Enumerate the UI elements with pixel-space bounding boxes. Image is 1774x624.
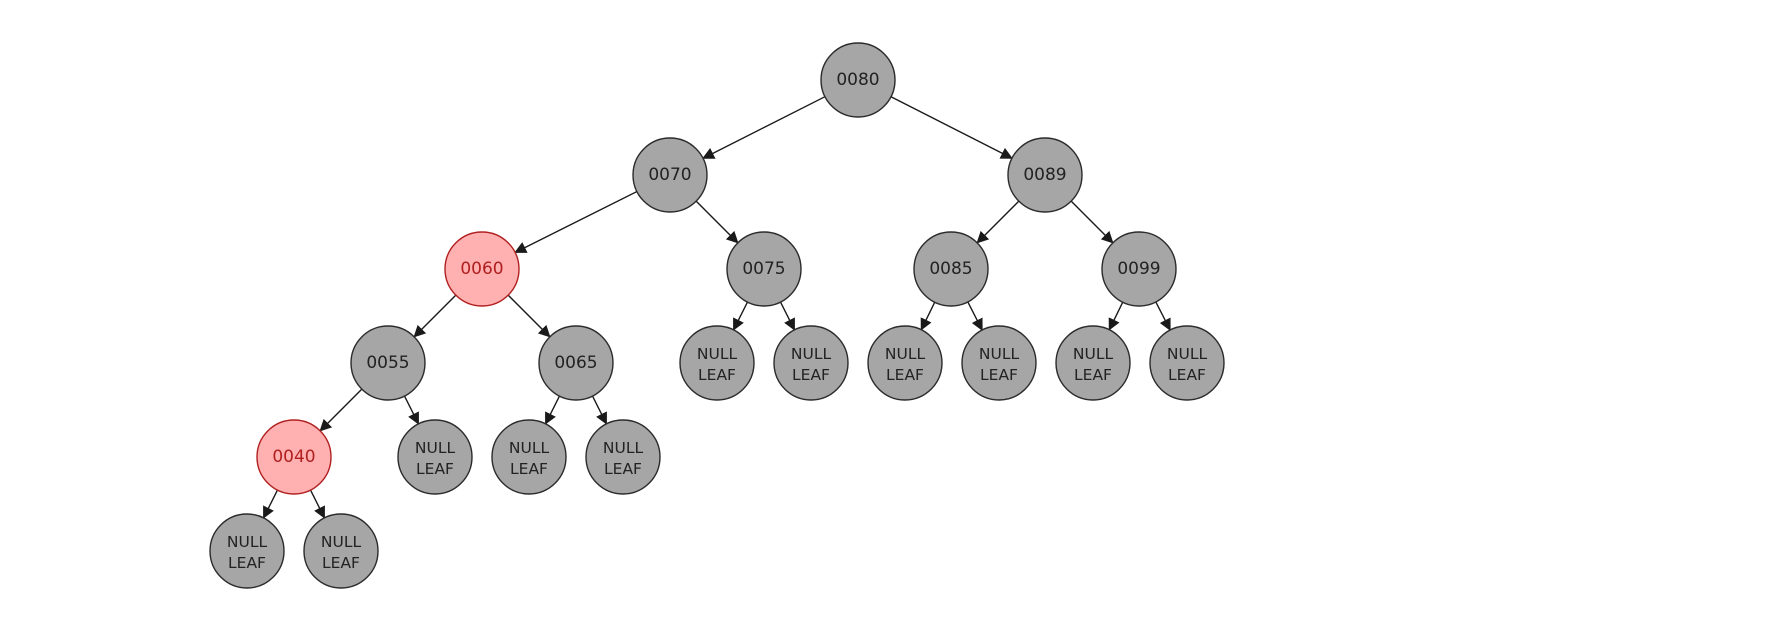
null-leaf-node: NULL LEAF — [397, 419, 473, 495]
leaf-label-line: NULL — [885, 345, 926, 363]
black-node-circle — [350, 325, 426, 401]
black-node-circle — [585, 419, 661, 495]
leaf-label-line: LEAF — [604, 460, 642, 478]
leaf-label-line: LEAF — [322, 554, 360, 572]
node-label: 0085 — [929, 259, 972, 279]
black-node-circle — [538, 325, 614, 401]
leaf-label-line: LEAF — [886, 366, 924, 384]
edge-n89-to-n85 — [976, 200, 1020, 244]
red-node-circle — [256, 419, 332, 495]
edge-n40-to-l40a — [262, 489, 279, 519]
black-node-circle — [491, 419, 567, 495]
black-node-circle — [1101, 231, 1177, 307]
edge-n65-to-l65a — [544, 395, 561, 425]
edge-n99-to-l99b — [1155, 301, 1171, 331]
edge-n85-to-l85b — [967, 301, 983, 331]
leaf-label-line: NULL — [1073, 345, 1114, 363]
edge-n40-to-l40b — [309, 489, 326, 519]
black-node-circle — [1055, 325, 1131, 401]
leaf-label-line: NULL — [603, 439, 644, 457]
tree-node-0060: 0060 — [444, 231, 520, 307]
edge-n75-to-l75b — [779, 301, 796, 331]
black-node-circle — [303, 513, 379, 589]
tree-node-0070: 0070 — [632, 137, 708, 213]
black-node-circle — [632, 137, 708, 213]
leaf-label-line: NULL — [321, 533, 362, 551]
leaf-label-line: NULL — [697, 345, 738, 363]
leaf-label-line: LEAF — [980, 366, 1018, 384]
tree-node-0089: 0089 — [1007, 137, 1083, 213]
tree-node-0075: 0075 — [726, 231, 802, 307]
null-leaf-node: NULL LEAF — [209, 513, 285, 589]
node-label: 0040 — [272, 447, 315, 467]
edge-n70-to-n75 — [695, 200, 739, 244]
black-node-circle — [209, 513, 285, 589]
tree-node-0099: 0099 — [1101, 231, 1177, 307]
red-node-circle — [444, 231, 520, 307]
leaf-label-line: NULL — [1167, 345, 1208, 363]
leaf-label-line: LEAF — [510, 460, 548, 478]
null-leaf-node: NULL LEAF — [867, 325, 943, 401]
black-node-circle — [1007, 137, 1083, 213]
null-leaf-node: NULL LEAF — [1149, 325, 1225, 401]
black-node-circle — [397, 419, 473, 495]
edge-n89-to-n99 — [1070, 200, 1114, 244]
edge-n80-to-n89 — [890, 96, 1013, 159]
leaf-label-line: LEAF — [698, 366, 736, 384]
null-leaf-node: NULL LEAF — [1055, 325, 1131, 401]
null-leaf-node: NULL LEAF — [961, 325, 1037, 401]
node-label: 0070 — [648, 165, 691, 185]
tree-node-0080: 0080 — [820, 42, 896, 118]
tree-node-0065: 0065 — [538, 325, 614, 401]
null-leaf-node: NULL LEAF — [773, 325, 849, 401]
black-node-circle — [1149, 325, 1225, 401]
leaf-label-line: NULL — [791, 345, 832, 363]
edge-n65-to-l65b — [591, 395, 608, 425]
edge-n99-to-l99a — [1108, 301, 1124, 331]
tree-edges — [262, 96, 1171, 519]
null-leaf-node: NULL LEAF — [303, 513, 379, 589]
leaf-label-line: LEAF — [1168, 366, 1206, 384]
leaf-label-line: LEAF — [416, 460, 454, 478]
edge-n55-to-l55b — [403, 395, 420, 425]
edge-n85-to-l85a — [920, 301, 936, 331]
edge-n80-to-n70 — [702, 96, 826, 159]
black-node-circle — [726, 231, 802, 307]
node-label: 0089 — [1023, 165, 1066, 185]
black-node-circle — [961, 325, 1037, 401]
node-label: 0060 — [460, 259, 503, 279]
black-node-circle — [679, 325, 755, 401]
black-node-circle — [773, 325, 849, 401]
node-label: 0055 — [366, 353, 409, 373]
leaf-label-line: LEAF — [792, 366, 830, 384]
edge-n55-to-n40 — [319, 388, 363, 432]
leaf-label-line: NULL — [979, 345, 1020, 363]
edge-n75-to-l75a — [732, 301, 749, 331]
node-label: 0080 — [836, 70, 879, 90]
black-node-circle — [867, 325, 943, 401]
leaf-label-line: LEAF — [228, 554, 266, 572]
leaf-label-line: NULL — [509, 439, 550, 457]
leaf-label-line: NULL — [227, 533, 268, 551]
null-leaf-node: NULL LEAF — [585, 419, 661, 495]
null-leaf-node: NULL LEAF — [679, 325, 755, 401]
tree-node-0040: 0040 — [256, 419, 332, 495]
null-leaf-node: NULL LEAF — [491, 419, 567, 495]
node-label: 0065 — [554, 353, 597, 373]
tree-node-0055: 0055 — [350, 325, 426, 401]
leaf-label-line: NULL — [415, 439, 456, 457]
edge-n60-to-n55 — [413, 294, 457, 338]
black-node-circle — [820, 42, 896, 118]
edge-n70-to-n60 — [514, 190, 638, 254]
edge-n60-to-n65 — [507, 294, 551, 338]
tree-node-0085: 0085 — [913, 231, 989, 307]
black-node-circle — [913, 231, 989, 307]
leaf-label-line: LEAF — [1074, 366, 1112, 384]
node-label: 0075 — [742, 259, 785, 279]
node-label: 0099 — [1117, 259, 1160, 279]
